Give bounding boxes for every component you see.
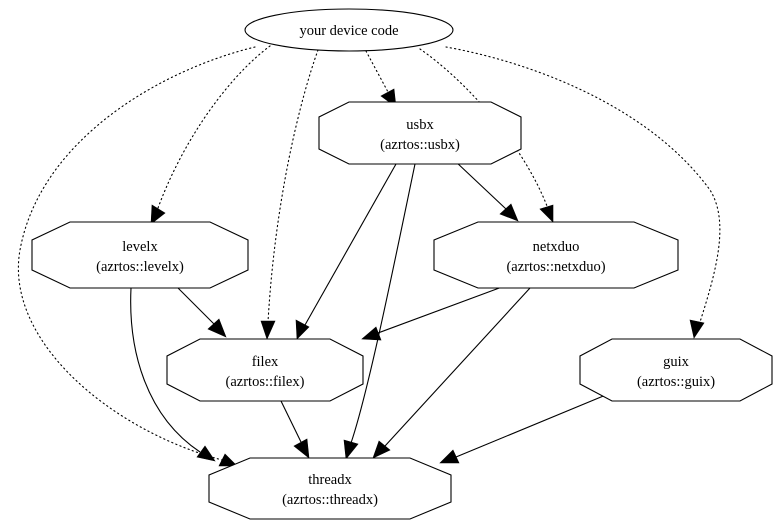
node-usbx-shape xyxy=(318,101,522,165)
node-netxduo-shape xyxy=(433,221,679,289)
edge-usbx-to-netxduo xyxy=(454,160,519,222)
edge-device-to-filex xyxy=(260,49,319,340)
node-usbx[interactable]: usbx (azrtos::usbx) xyxy=(318,101,522,165)
edge-filex-to-threadx xyxy=(280,400,310,459)
edge-device-to-usbx xyxy=(365,50,397,108)
node-filex-label-line1: filex xyxy=(252,354,279,370)
node-device-code-shape xyxy=(244,8,454,52)
node-levelx-shape xyxy=(31,221,249,289)
node-guix-label-line1: guix xyxy=(663,354,690,370)
edge-device-to-threadx xyxy=(17,46,256,467)
node-threadx-label-line2: (azrtos::threadx) xyxy=(282,492,378,508)
edge-device-to-netxduo xyxy=(419,48,554,223)
edge-usbx-to-threadx xyxy=(343,163,416,460)
node-levelx-label-line1: levelx xyxy=(122,239,158,255)
edges-layer xyxy=(17,45,721,467)
node-netxduo-label-line1: netxduo xyxy=(533,239,580,255)
node-usbx-label-line2: (azrtos::usbx) xyxy=(380,137,460,153)
edge-device-to-guix xyxy=(445,46,721,339)
node-threadx-shape xyxy=(208,457,452,520)
node-filex-shape xyxy=(166,338,364,402)
edge-netxduo-to-filex xyxy=(361,286,503,341)
node-filex-label-line2: (azrtos::filex) xyxy=(226,374,305,390)
node-threadx[interactable]: threadx (azrtos::threadx) xyxy=(208,457,452,520)
edge-usbx-to-filex xyxy=(295,163,397,340)
node-guix-label-line2: (azrtos::guix) xyxy=(637,374,715,390)
node-netxduo[interactable]: netxduo (azrtos::netxduo) xyxy=(433,221,679,289)
node-guix[interactable]: guix (azrtos::guix) xyxy=(579,338,773,402)
edge-guix-to-threadx xyxy=(439,391,614,464)
node-threadx-label-line1: threadx xyxy=(308,472,352,488)
edge-netxduo-to-threadx xyxy=(372,287,531,459)
node-usbx-label-line1: usbx xyxy=(406,117,434,133)
edge-levelx-to-filex xyxy=(175,285,227,338)
node-guix-shape xyxy=(579,338,773,402)
node-levelx[interactable]: levelx (azrtos::levelx) xyxy=(31,221,249,289)
edge-levelx-to-threadx xyxy=(130,287,216,462)
nodes-layer: your device code usbx (azrtos::usbx) lev… xyxy=(31,8,773,520)
node-filex[interactable]: filex (azrtos::filex) xyxy=(166,338,364,402)
node-netxduo-label-line2: (azrtos::netxduo) xyxy=(506,259,605,275)
node-levelx-label-line2: (azrtos::levelx) xyxy=(96,259,184,275)
node-device-code-label: your device code xyxy=(299,23,398,39)
node-device-code[interactable]: your device code xyxy=(244,8,454,52)
edge-device-to-levelx xyxy=(150,45,271,225)
